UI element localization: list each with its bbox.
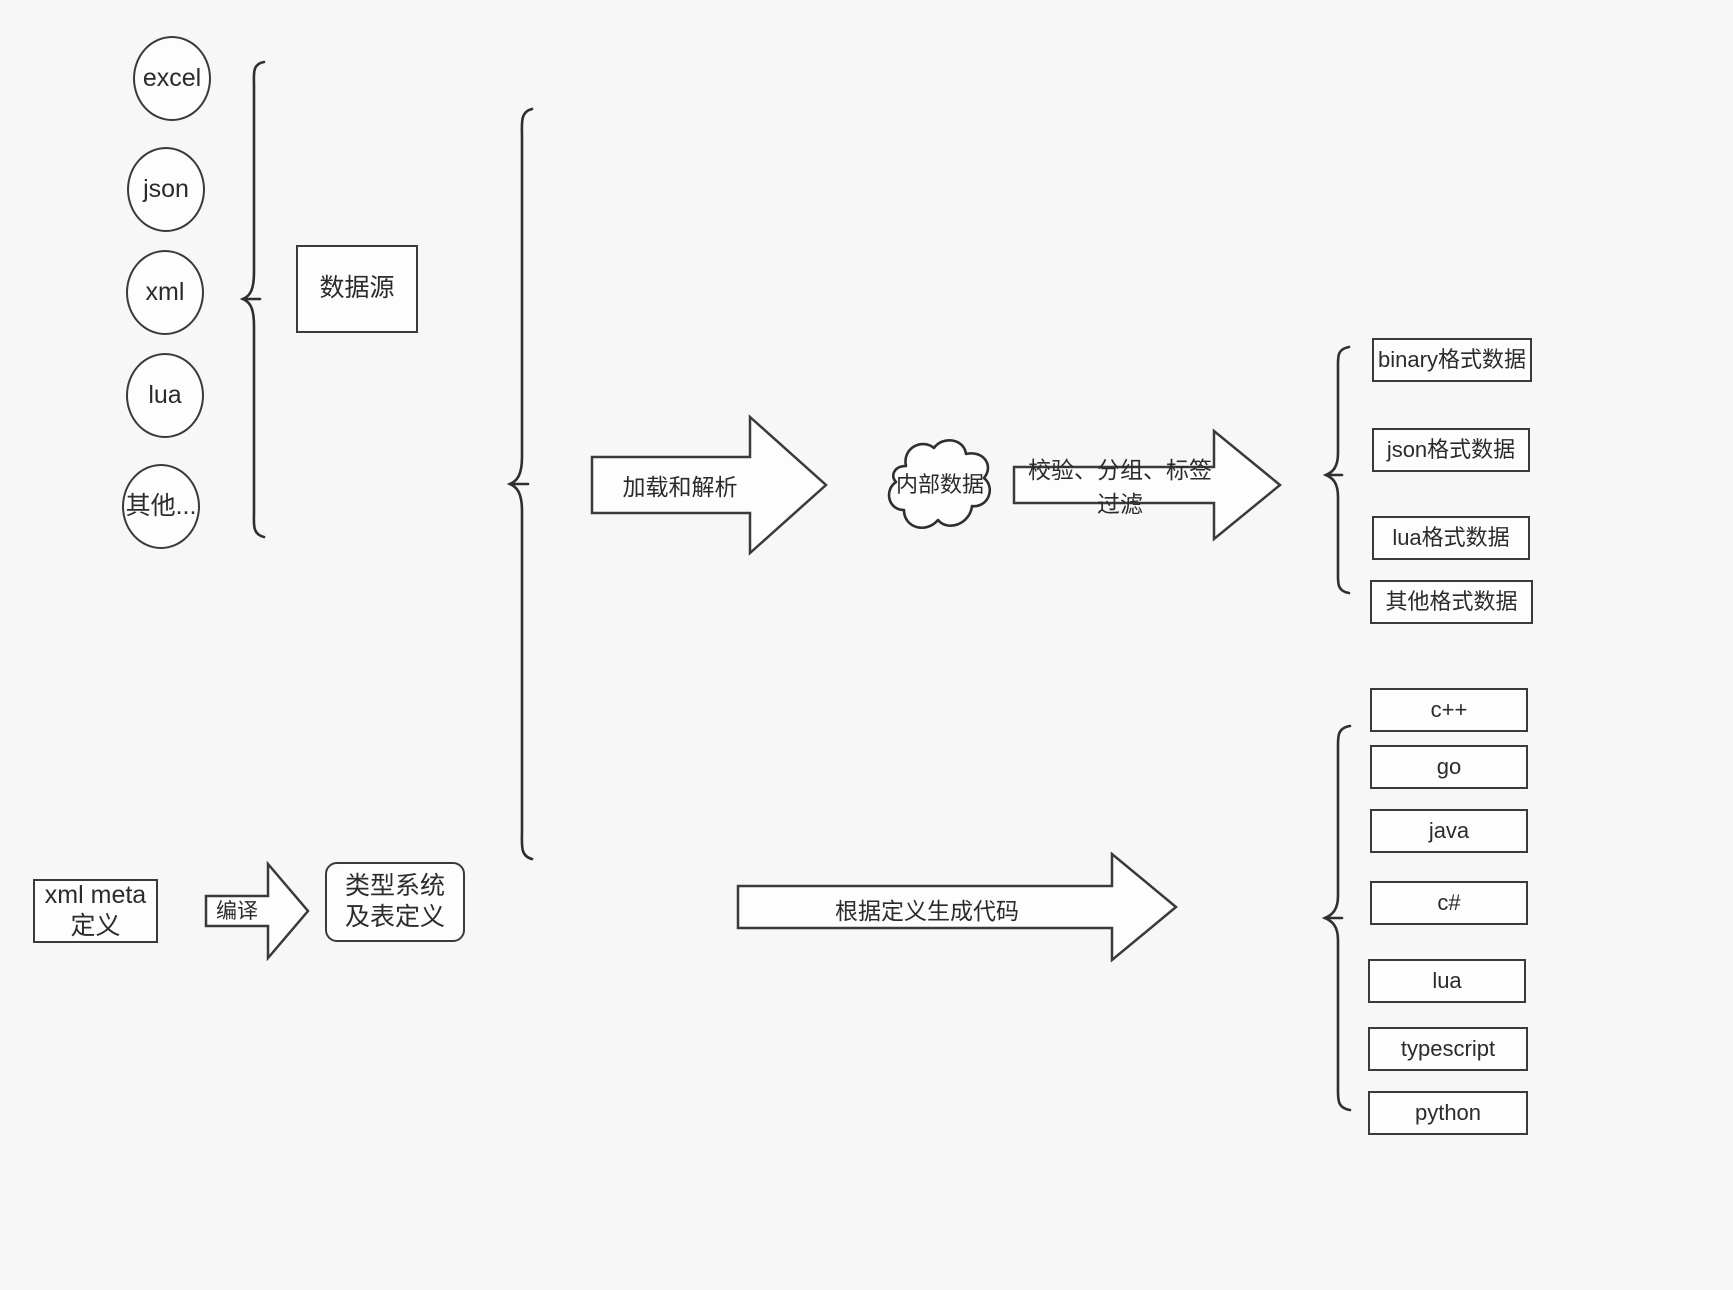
- output-format-binary[interactable]: binary格式数据: [1372, 338, 1532, 382]
- output-language-lua[interactable]: lua: [1368, 959, 1526, 1003]
- source-label: lua: [148, 380, 182, 409]
- source-label: json: [143, 174, 189, 203]
- output-format-label: lua格式数据: [1392, 525, 1510, 551]
- xml-meta-definition-box[interactable]: xml meta定义: [33, 879, 158, 943]
- languages-brace: [1321, 724, 1352, 1112]
- output-language-label: c++: [1430, 697, 1468, 723]
- source-node-other[interactable]: 其他...: [122, 464, 200, 549]
- source-label: 其他...: [125, 491, 197, 520]
- source-node-excel[interactable]: excel: [133, 36, 211, 121]
- output-language-cpp[interactable]: c++: [1370, 688, 1528, 732]
- output-language-go[interactable]: go: [1370, 745, 1528, 789]
- type-system-box[interactable]: 类型系统及表定义: [325, 862, 465, 942]
- source-node-xml[interactable]: xml: [126, 250, 204, 335]
- output-format-label: json格式数据: [1386, 437, 1516, 463]
- codegen-arrow[interactable]: [736, 851, 1178, 963]
- source-label: excel: [142, 63, 202, 92]
- data-formats-brace: [1322, 345, 1351, 595]
- output-format-lua[interactable]: lua格式数据: [1372, 516, 1530, 560]
- output-format-label: 其他格式数据: [1385, 589, 1518, 615]
- output-format-label: binary格式数据: [1378, 347, 1526, 373]
- source-node-json[interactable]: json: [127, 147, 205, 232]
- source-node-lua[interactable]: lua: [126, 353, 204, 438]
- output-language-typescript[interactable]: typescript: [1368, 1027, 1528, 1071]
- output-language-python[interactable]: python: [1368, 1091, 1528, 1135]
- output-language-label: c#: [1437, 890, 1461, 916]
- output-language-label: go: [1436, 754, 1462, 780]
- compile-arrow[interactable]: [204, 860, 310, 962]
- source-label: xml: [145, 277, 185, 306]
- output-format-json[interactable]: json格式数据: [1372, 428, 1530, 472]
- data-source-label: 数据源: [319, 274, 395, 303]
- inputs-brace: [506, 107, 534, 861]
- type-system-label: 类型系统及表定义: [344, 871, 445, 931]
- filter-arrow[interactable]: [1012, 425, 1282, 545]
- output-language-label: lua: [1432, 968, 1462, 994]
- output-language-label: python: [1414, 1100, 1482, 1126]
- output-language-java[interactable]: java: [1370, 809, 1528, 853]
- internal-data-cloud[interactable]: [884, 436, 996, 536]
- sources-brace: [239, 60, 266, 539]
- output-language-label: java: [1428, 818, 1470, 844]
- output-format-other[interactable]: 其他格式数据: [1370, 580, 1533, 624]
- output-language-csharp[interactable]: c#: [1370, 881, 1528, 925]
- data-source-box[interactable]: 数据源: [296, 245, 418, 333]
- xml-meta-definition-label: xml meta定义: [44, 880, 147, 940]
- load-parse-arrow[interactable]: [590, 414, 828, 556]
- output-language-label: typescript: [1400, 1036, 1496, 1062]
